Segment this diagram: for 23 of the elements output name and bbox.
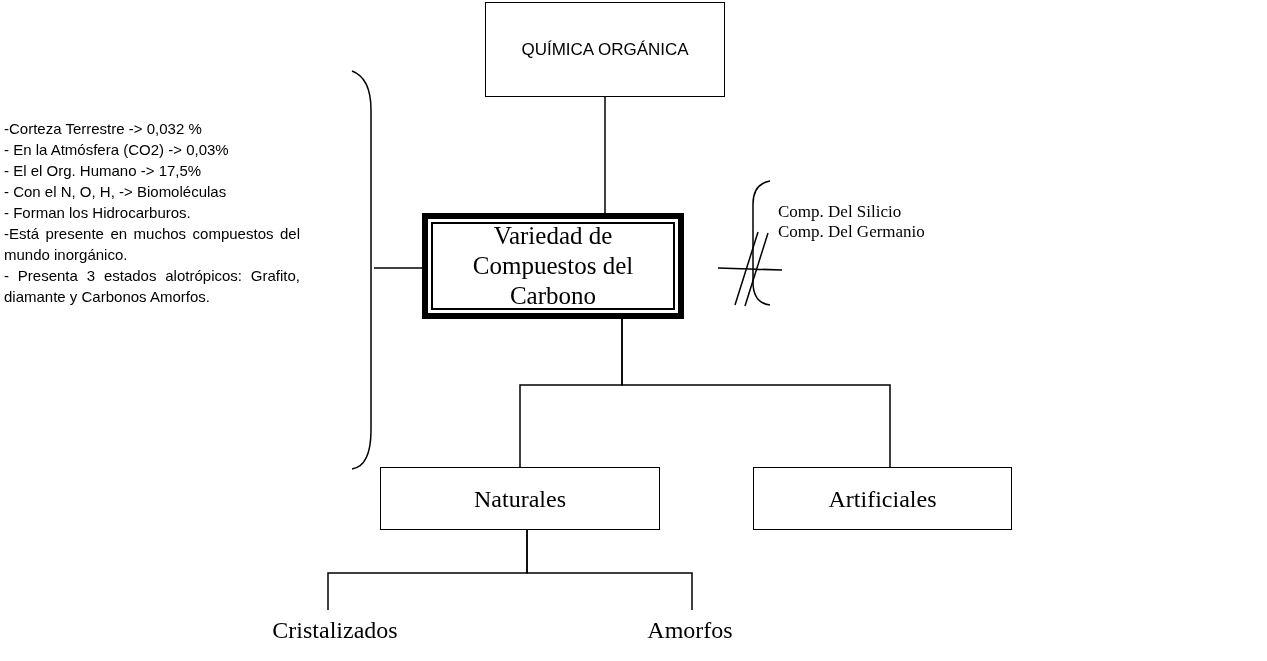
connector-line — [604, 96, 606, 214]
box-label: Naturales — [474, 484, 566, 513]
list-item: - Forman los Hidrocarburos. — [4, 203, 192, 223]
list-item: - Presenta 3 estados alotrópicos: Grafito, diamante y Carbonos Amorfos. — [4, 266, 300, 307]
list-item: -Corteza Terrestre -> 0,032 % — [4, 119, 203, 139]
list-item: -Está presente en muchos compuestos del mundo inorgánico. — [4, 224, 300, 265]
main-concept-box — [422, 213, 684, 319]
connector-line — [526, 529, 693, 611]
list-item: - En la Atmósfera (CO2) -> 0,03% — [4, 140, 230, 160]
list-item: Comp. Del Germanio — [778, 222, 926, 242]
connector-line — [621, 318, 891, 468]
connector-line — [373, 267, 423, 269]
box-label: Variedad de Compuestos del Carbono — [471, 221, 635, 311]
category-box — [753, 467, 1012, 530]
concept-text: Cristalizados — [272, 616, 398, 644]
list-item: - El el Org. Humano -> 17,5% — [4, 161, 203, 181]
list-item: Comp. Del Silicio — [778, 202, 903, 222]
title-box — [485, 2, 725, 97]
box-label: Artificiales — [828, 484, 937, 513]
concept-text: Amorfos — [647, 616, 733, 644]
box-label: QUÍMICA ORGÁNICA — [521, 39, 689, 61]
category-box — [380, 467, 660, 530]
list-item: - Con el N, O, H, -> Biomoléculas — [4, 182, 228, 202]
